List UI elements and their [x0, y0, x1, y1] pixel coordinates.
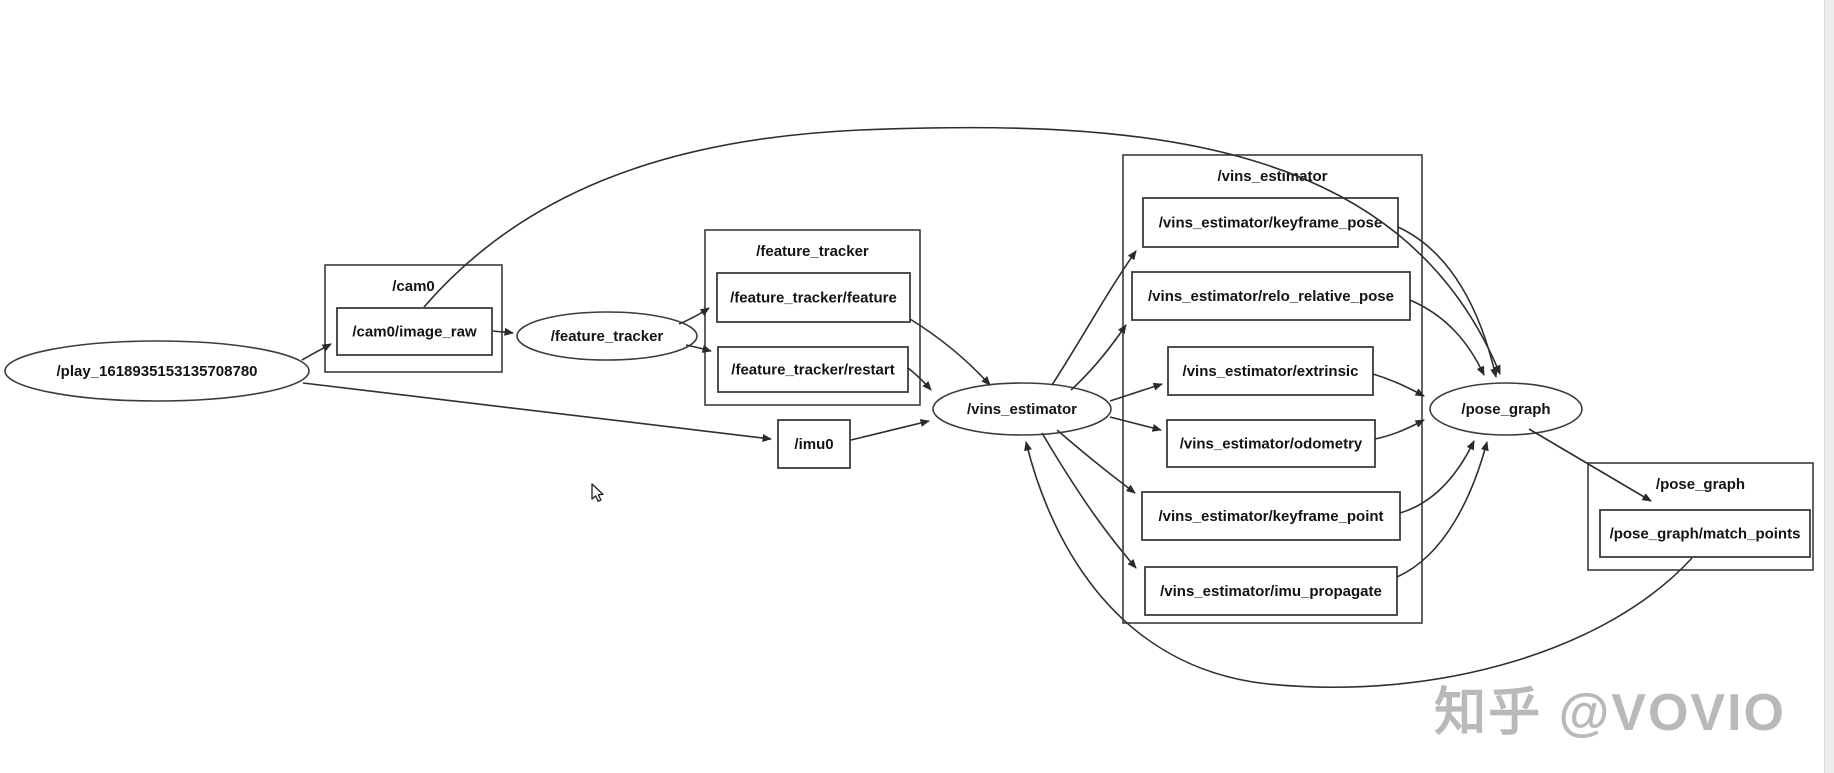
topic-box-match_points: /pose_graph/match_points — [1599, 509, 1811, 558]
topic-label: /vins_estimator/imu_propagate — [1160, 583, 1382, 600]
topic-box-border — [717, 346, 909, 393]
node-ellipse-border — [1429, 382, 1583, 436]
namespace-label: /pose_graph — [1656, 476, 1745, 493]
edge-image_raw-to-feature_tracker — [492, 327, 514, 336]
edge-pose_graph-to-match_points — [1528, 428, 1652, 502]
topic-label: /feature_tracker/restart — [731, 361, 894, 378]
edge-keyframe_pose-to-pose_graph — [1397, 226, 1498, 378]
edge-odometry-to-pose_graph — [1374, 419, 1425, 440]
node-label: /vins_estimator — [967, 401, 1077, 418]
topic-label: /vins_estimator/extrinsic — [1183, 363, 1359, 380]
topic-label: /cam0/image_raw — [352, 323, 477, 340]
edge-relo_relative_pose-to-pose_graph — [1409, 299, 1485, 376]
edge-imu0-to-vins_estimator — [850, 419, 930, 441]
topic-label: /vins_estimator/keyframe_pose — [1159, 214, 1382, 231]
topic-box-border — [336, 307, 493, 356]
topic-label: /imu0 — [794, 436, 833, 453]
topic-label: /pose_graph/match_points — [1610, 525, 1801, 542]
topic-box-imu_propagate: /vins_estimator/imu_propagate — [1144, 566, 1398, 616]
topic-box-border — [1142, 197, 1399, 248]
topic-box-feature: /feature_tracker/feature — [716, 272, 911, 323]
edge-image_raw-to-pose_graph — [423, 126, 1501, 375]
edge-feature_tracker-to-restart — [685, 344, 712, 353]
namespace-label: /vins_estimator — [1217, 168, 1327, 185]
topic-box-keyframe_point: /vins_estimator/keyframe_point — [1141, 491, 1401, 541]
node-ellipse-feature_tracker: /feature_tracker — [516, 311, 698, 361]
topic-box-imu0: /imu0 — [777, 419, 851, 469]
topic-label: /vins_estimator/relo_relative_pose — [1148, 288, 1394, 305]
edge-vins_estimator-to-odometry — [1109, 416, 1162, 432]
edge-vins_estimator-to-extrinsic — [1109, 382, 1163, 402]
topic-box-border — [1141, 491, 1401, 541]
topic-box-border — [716, 272, 911, 323]
topic-box-border — [1131, 271, 1411, 321]
node-label: /feature_tracker — [551, 328, 664, 345]
node-ellipse-vins_estimator: /vins_estimator — [932, 382, 1112, 436]
topic-label: /vins_estimator/keyframe_point — [1158, 508, 1383, 525]
edge-extrinsic-to-pose_graph — [1372, 373, 1425, 397]
mouse-cursor-icon — [591, 483, 604, 502]
topic-box-border — [1166, 419, 1376, 468]
node-ellipse-pose_graph: /pose_graph — [1429, 382, 1583, 436]
topic-box-keyframe_pose: /vins_estimator/keyframe_pose — [1142, 197, 1399, 248]
edge-vins_estimator-to-keyframe_point — [1056, 429, 1136, 494]
edge-match_points-to-vins_estimator — [1024, 441, 1693, 689]
edge-feature_tracker-to-feature — [678, 307, 710, 325]
edge-vins_estimator-to-imu_propagate — [1041, 432, 1137, 569]
node-label: /pose_graph — [1461, 401, 1550, 418]
window-edge-strip — [1824, 0, 1834, 773]
node-label: /play_1618935153135708780 — [56, 363, 257, 380]
namespace-label: /cam0 — [392, 278, 435, 295]
edge-feature-to-vins_estimator — [909, 318, 991, 386]
topic-box-image_raw: /cam0/image_raw — [336, 307, 493, 356]
topic-box-border — [1144, 566, 1398, 616]
topic-box-border — [1167, 346, 1374, 396]
watermark-text: 知乎 @VOVIO — [1434, 684, 1786, 742]
node-ellipse-border — [516, 311, 698, 361]
edge-vins_estimator-to-relo_relative_pose — [1070, 324, 1127, 391]
edge-play-to-image_raw — [301, 343, 332, 361]
topic-box-border — [777, 419, 851, 469]
node-ellipse-border — [932, 382, 1112, 436]
node-ellipse-play: /play_1618935153135708780 — [4, 340, 310, 402]
edge-imu_propagate-to-pose_graph — [1396, 441, 1489, 578]
topic-box-relo_relative_pose: /vins_estimator/relo_relative_pose — [1131, 271, 1411, 321]
topic-box-extrinsic: /vins_estimator/extrinsic — [1167, 346, 1374, 396]
topic-label: /vins_estimator/odometry — [1180, 435, 1363, 452]
edge-vins_estimator-to-keyframe_pose — [1051, 250, 1137, 386]
edge-play-to-imu0 — [302, 382, 772, 442]
topic-box-border — [1599, 509, 1811, 558]
topic-label: /feature_tracker/feature — [730, 289, 897, 306]
edge-restart-to-vins_estimator — [907, 367, 932, 391]
node-ellipse-border — [4, 340, 310, 402]
namespace-label: /feature_tracker — [756, 243, 869, 260]
topic-box-restart: /feature_tracker/restart — [717, 346, 909, 393]
edge-keyframe_point-to-pose_graph — [1399, 440, 1475, 514]
topic-box-odometry: /vins_estimator/odometry — [1166, 419, 1376, 468]
